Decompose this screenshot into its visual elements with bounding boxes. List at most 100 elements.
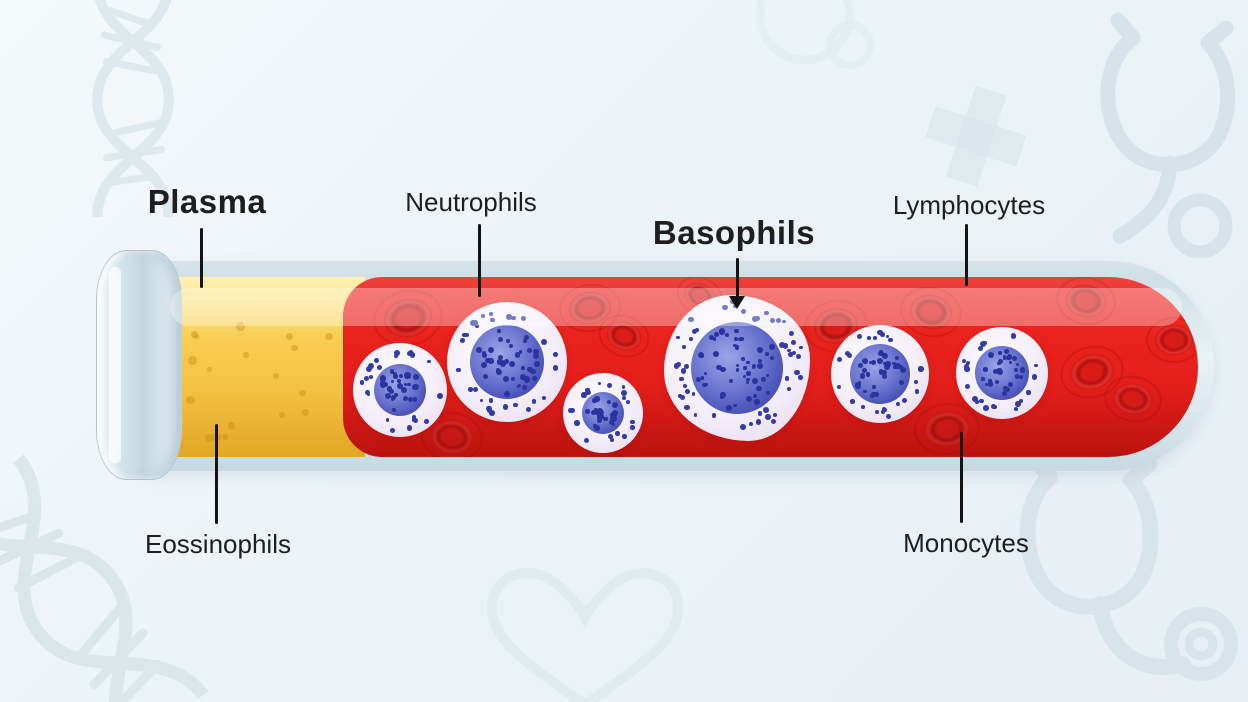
cell-nucleus xyxy=(582,392,624,434)
white-blood-cell xyxy=(353,343,447,437)
basophils-leader-line xyxy=(736,258,739,298)
cytoplasm-granule xyxy=(691,392,696,397)
cytoplasm-granule xyxy=(740,423,747,430)
cytoplasm-granule xyxy=(583,437,589,443)
red-blood-cell xyxy=(1148,319,1198,361)
cytoplasm-granule xyxy=(763,407,770,414)
nucleus-granule xyxy=(408,397,414,403)
nucleus-granule xyxy=(987,381,993,387)
cytoplasm-granule xyxy=(1014,406,1019,411)
nucleus-granule xyxy=(399,385,404,390)
cytoplasm-granule xyxy=(479,398,484,403)
nucleus-granule xyxy=(612,423,616,427)
cytoplasm-granule xyxy=(782,319,786,324)
cytoplasm-granule xyxy=(581,392,587,398)
nucleus-granule xyxy=(729,378,734,383)
nucleus-granule xyxy=(520,374,526,380)
nucleus-granule xyxy=(857,381,861,385)
cytoplasm-granule xyxy=(502,404,508,410)
cytoplasm-granule xyxy=(779,341,785,348)
nucleus-granule xyxy=(393,374,398,379)
nucleus-granule xyxy=(734,337,738,342)
cytoplasm-granule xyxy=(1018,399,1023,403)
nucleus-granule xyxy=(746,380,750,384)
wbc-layer xyxy=(343,277,1198,457)
cytoplasm-granule xyxy=(437,393,443,399)
nucleus-granule xyxy=(497,336,504,343)
cytoplasm-granule xyxy=(413,418,419,424)
cytoplasm-granule xyxy=(798,375,803,380)
nucleus-granule xyxy=(412,374,419,380)
nucleus-granule xyxy=(1014,374,1019,379)
cytoplasm-granule xyxy=(409,352,416,359)
cytoplasm-granule xyxy=(1015,401,1022,407)
nucleus-granule xyxy=(593,408,600,416)
nucleus-granule xyxy=(594,396,600,402)
nucleus-granule xyxy=(733,403,737,408)
nucleus-granule xyxy=(521,385,527,391)
plasma-section xyxy=(160,277,365,457)
cytoplasm-granule xyxy=(965,384,971,390)
cytoplasm-granule xyxy=(406,350,413,357)
nucleus-granule xyxy=(403,395,409,401)
white-blood-cell xyxy=(956,327,1048,419)
cytoplasm-granule xyxy=(621,385,626,389)
nucleus-granule xyxy=(745,396,752,403)
white-blood-cell xyxy=(447,302,567,422)
neutrophils-label: Neutrophils xyxy=(405,187,537,217)
cytoplasm-granule xyxy=(914,379,919,384)
cytoplasm-granule xyxy=(693,412,698,417)
nucleus-granule xyxy=(517,385,521,389)
nucleus-granule xyxy=(504,358,509,364)
nucleus-granule xyxy=(718,328,726,335)
nucleus-granule xyxy=(757,358,762,363)
nucleus-granule xyxy=(394,393,398,397)
cytoplasm-granule xyxy=(770,418,776,424)
cytoplasm-granule xyxy=(888,337,893,343)
cytoplasm-granule xyxy=(885,413,891,419)
nucleus-granule xyxy=(524,335,530,341)
nucleus-granule xyxy=(1003,349,1009,355)
nucleus-granule xyxy=(500,361,507,368)
nucleus-granule xyxy=(765,373,769,377)
cytoplasm-granule xyxy=(1034,363,1038,368)
nucleus-granule xyxy=(997,367,1002,373)
nucleus-granule xyxy=(988,352,995,359)
cytoplasm-granule xyxy=(895,401,900,406)
nucleus-granule xyxy=(386,386,393,392)
cytoplasm-granule xyxy=(748,421,754,427)
nucleus-granule xyxy=(1009,360,1013,364)
cytoplasm-granule xyxy=(678,393,683,398)
cytoplasm-granule xyxy=(459,338,465,344)
nucleus-granule xyxy=(726,404,732,411)
cytoplasm-granule xyxy=(365,365,372,372)
cytoplasm-granule xyxy=(689,336,693,341)
nucleus-granule xyxy=(742,374,746,379)
nucleus-granule xyxy=(696,377,702,383)
nucleus-granule xyxy=(596,413,603,420)
nucleus-granule xyxy=(1015,363,1020,367)
nucleus-granule xyxy=(610,415,617,422)
stethoscope-icon xyxy=(1088,8,1248,258)
nucleus-granule xyxy=(592,424,597,428)
nucleus-granule xyxy=(720,392,726,398)
cytoplasm-granule xyxy=(622,434,627,439)
cytoplasm-granule xyxy=(364,375,370,381)
cytoplasm-granule xyxy=(390,427,396,433)
nucleus-granule xyxy=(702,382,707,388)
nucleus-granule xyxy=(862,367,868,373)
nucleus-granule xyxy=(716,364,722,371)
cytoplasm-granule xyxy=(880,332,885,337)
tube-cap xyxy=(96,250,182,480)
cytoplasm-granule xyxy=(423,418,429,424)
cytoplasm-granule xyxy=(882,407,887,412)
nucleus-granule xyxy=(754,399,760,406)
cytoplasm-granule xyxy=(608,434,614,440)
cytoplasm-granule xyxy=(694,327,699,332)
cytoplasm-granule xyxy=(456,367,462,373)
cytoplasm-granule xyxy=(521,315,527,321)
nucleus-granule xyxy=(488,346,495,353)
nucleus-granule xyxy=(612,401,619,408)
nucleus-granule xyxy=(592,398,597,403)
nucleus-granule xyxy=(483,373,489,379)
